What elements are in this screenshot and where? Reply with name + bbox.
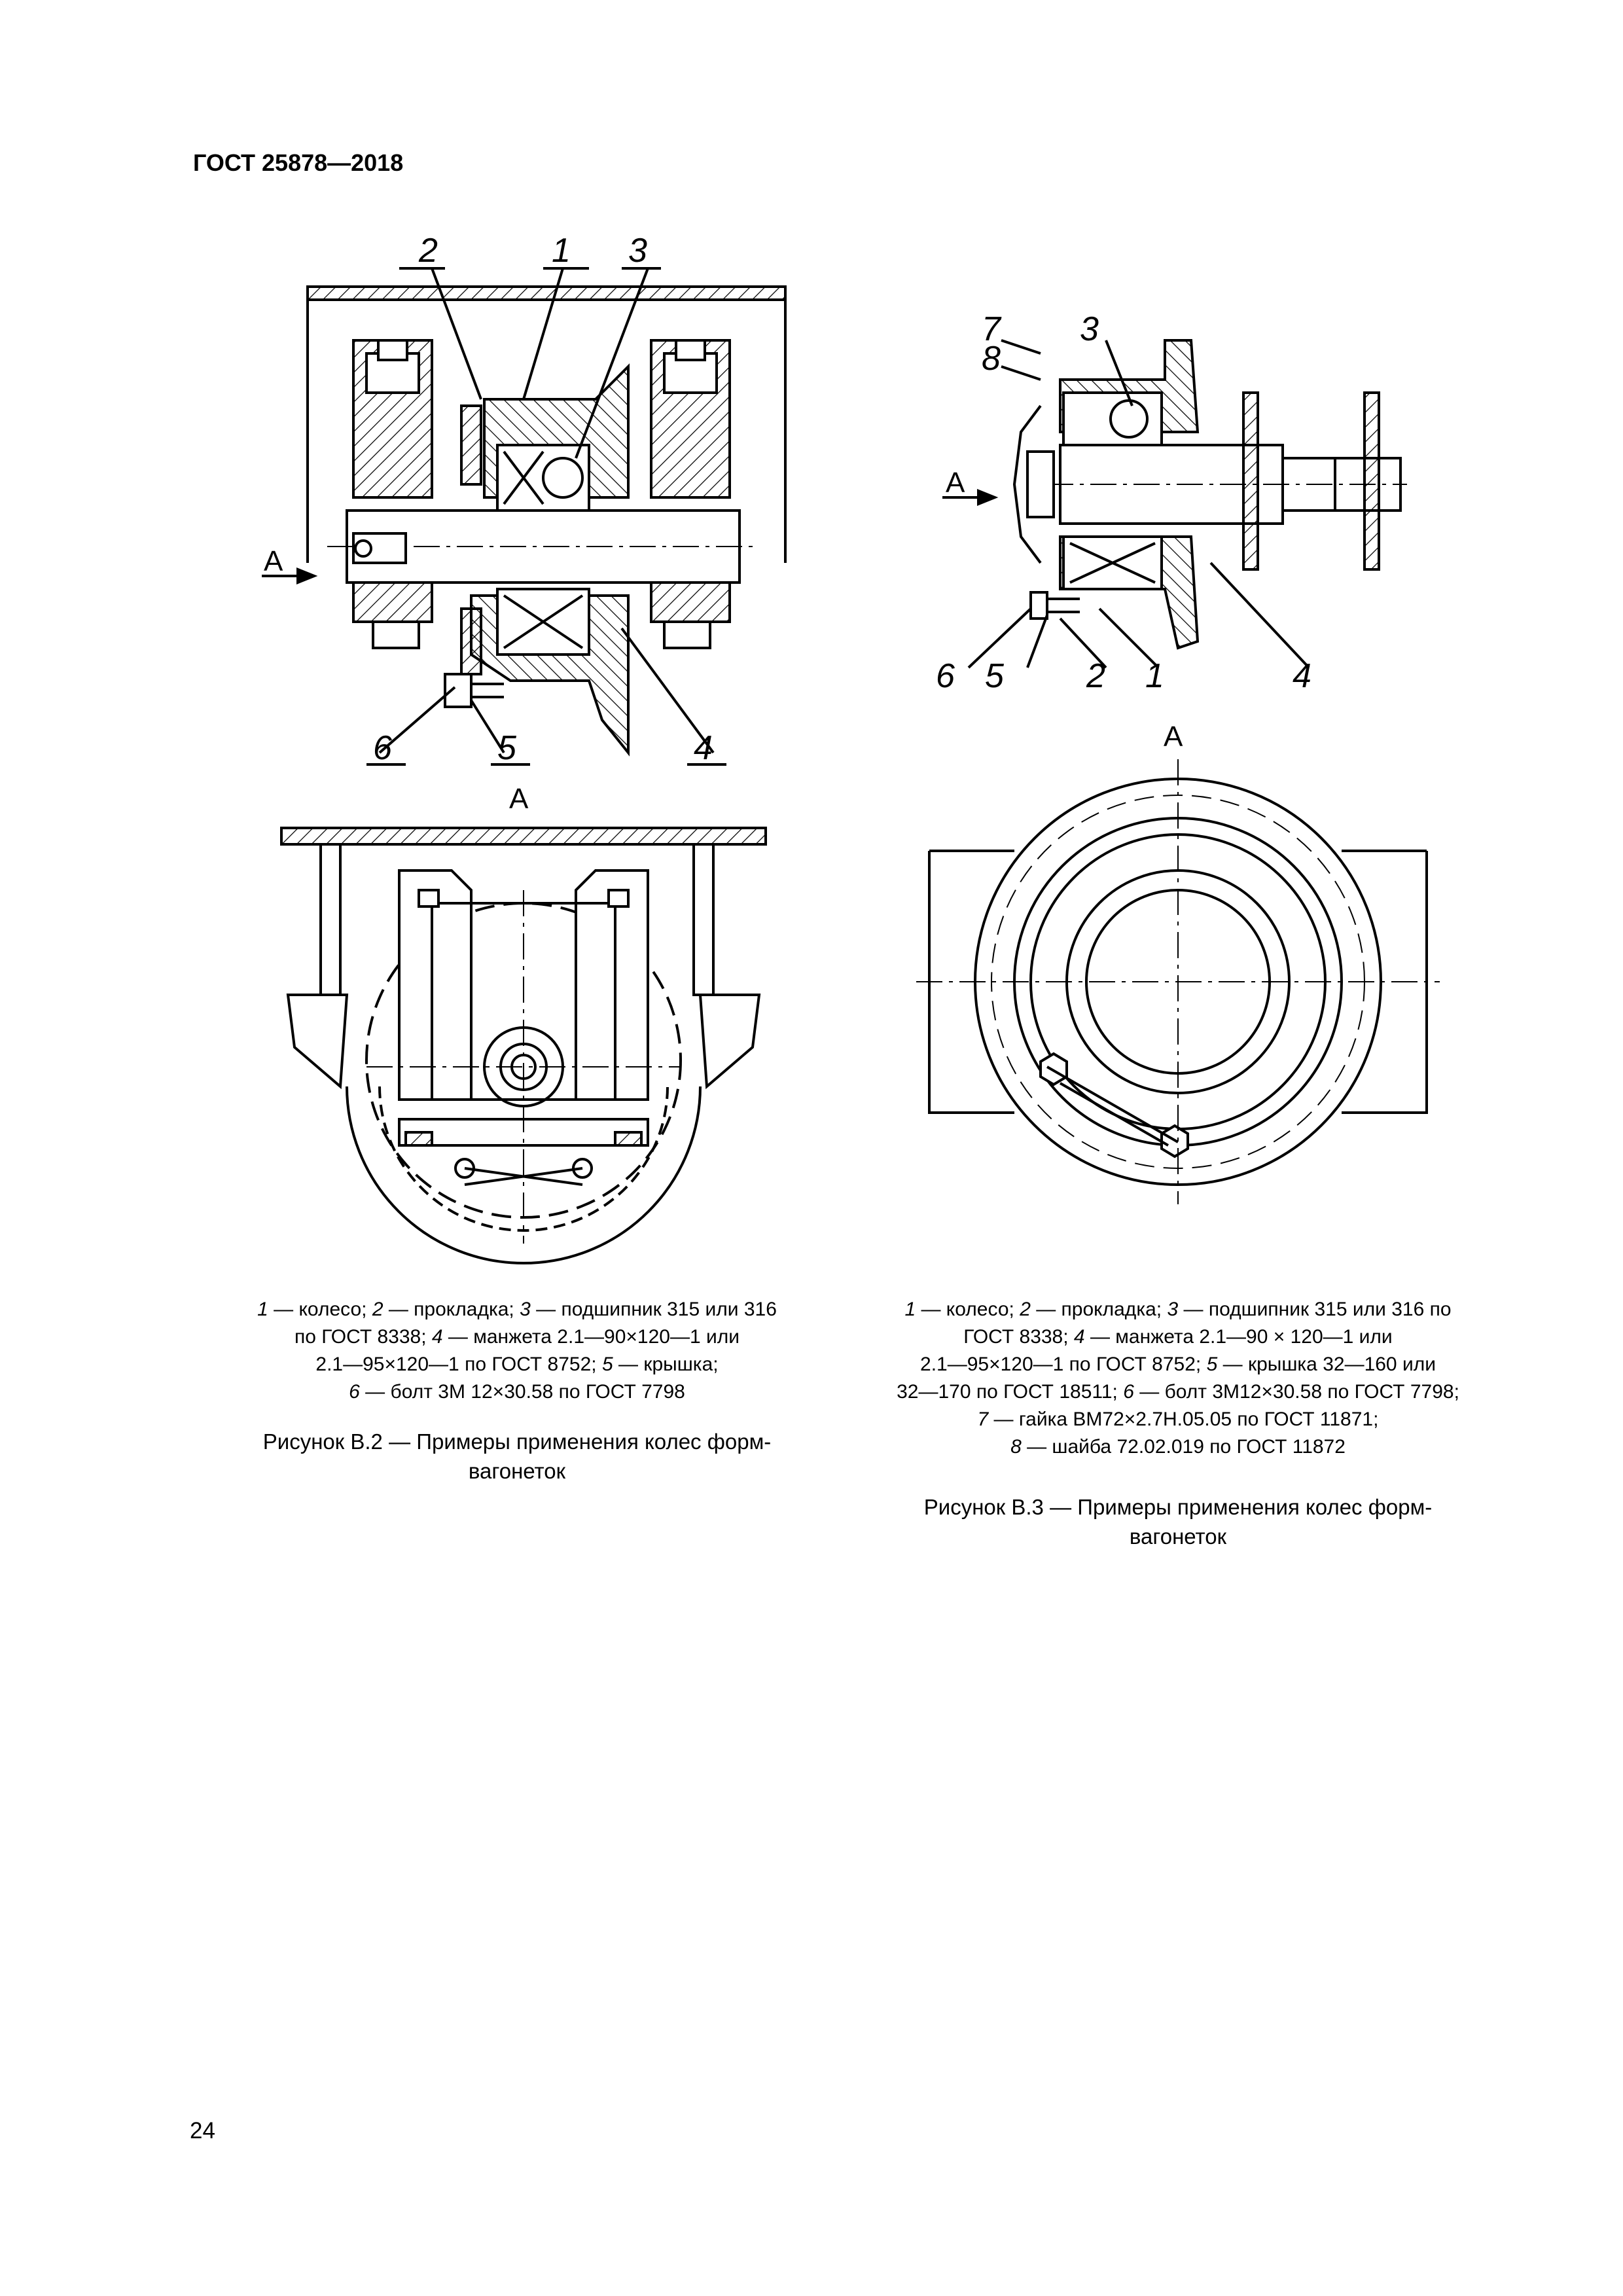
legend-item-number: 5	[1206, 1354, 1218, 1375]
figure-b3-legend-line: 2.1—95×120—1 по ГОСТ 8752; 5 — крышка 32…	[825, 1351, 1531, 1378]
page-number: 24	[190, 2118, 215, 2144]
legend-item-number: 2	[1020, 1299, 1031, 1320]
b2-callout-6: 6	[373, 729, 392, 767]
legend-item-text: — шайба 72.02.019 по ГОСТ 11872	[1021, 1436, 1346, 1458]
b3-callout-1: 1	[1145, 657, 1164, 695]
legend-item-number: 1	[257, 1299, 268, 1320]
figure-b3-legend-line: ГОСТ 8338; 4 — манжета 2.1—90 × 120—1 ил…	[825, 1323, 1531, 1351]
b3-callout-4: 4	[1293, 657, 1311, 695]
legend-item-text: ГОСТ 8338;	[963, 1326, 1074, 1348]
b2-callout-1: 1	[552, 232, 571, 270]
b3-callout-5: 5	[985, 657, 1005, 695]
b3-callout-8: 8	[982, 340, 1001, 378]
legend-item-text: — болт 3М 12×30.58 по ГОСТ 7798	[359, 1381, 685, 1403]
legend-item-number: 3	[520, 1299, 531, 1320]
figure-b3-legend-line: 7 — гайка ВМ72×2.7Н.05.05 по ГОСТ 11871;	[825, 1406, 1531, 1433]
figure-b3-caption-line-1: Рисунок В.3 — Примеры применения колес ф…	[923, 1495, 1433, 1519]
figure-b2-legend-line: 6 — болт 3М 12×30.58 по ГОСТ 7798	[170, 1378, 864, 1406]
legend-item-text: — колесо;	[916, 1299, 1020, 1320]
b2-callout-3: 3	[628, 232, 647, 270]
legend-item-text: — гайка ВМ72×2.7Н.05.05 по ГОСТ 11871;	[988, 1408, 1379, 1430]
legend-item-text: — крышка 32—160 или	[1217, 1354, 1436, 1375]
legend-item-number: 7	[977, 1408, 989, 1430]
b2-callout-2: 2	[418, 232, 438, 270]
figure-b3-legend-line: 32—170 по ГОСТ 18511; 6 — болт 3М12×30.5…	[825, 1378, 1531, 1406]
figure-b2-caption-line-1: Рисунок В.2 — Примеры применения колес ф…	[262, 1429, 772, 1454]
figure-b2-legend-line: 1 — колесо; 2 — прокладка; 3 — подшипник…	[170, 1296, 864, 1323]
b2-section-arrow-label: А	[264, 545, 283, 577]
legend-item-text: — болт 3М12×30.58 по ГОСТ 7798;	[1133, 1381, 1459, 1403]
legend-item-number: 1	[904, 1299, 916, 1320]
b3-callout-2: 2	[1086, 657, 1105, 695]
legend-item-text: — подшипник 315 или 316 по	[1178, 1299, 1452, 1320]
b3-callout-3: 3	[1080, 310, 1099, 348]
figure-b3-view-a-drawing: А	[916, 721, 1440, 1204]
legend-item-text: — крышка;	[613, 1354, 719, 1375]
legend-item-number: 4	[1073, 1326, 1085, 1348]
b3-callout-7: 7	[982, 310, 1002, 348]
legend-item-number: 2	[372, 1299, 383, 1320]
figure-b2-legend-line: по ГОСТ 8338; 4 — манжета 2.1—90×120—1 и…	[170, 1323, 864, 1351]
b2-callout-4: 4	[694, 729, 713, 767]
b3-section-arrow-label: А	[946, 467, 965, 499]
figure-b2-section-drawing: А 2 1 3 6 5 4	[262, 232, 787, 767]
legend-item-number: 3	[1167, 1299, 1179, 1320]
document-header: ГОСТ 25878—2018	[193, 149, 404, 176]
legend-item-text: 32—170 по ГОСТ 18511;	[897, 1381, 1124, 1403]
legend-item-text: 2.1—95×120—1 по ГОСТ 8752;	[315, 1354, 602, 1375]
figure-b3-legend-line: 8 — шайба 72.02.019 по ГОСТ 11872	[825, 1433, 1531, 1461]
figure-b3-legend-line: 1 — колесо; 2 — прокладка; 3 — подшипник…	[825, 1296, 1531, 1323]
figure-b2-caption-line-2: вагонеток	[468, 1459, 566, 1483]
legend-item-number: 4	[431, 1326, 443, 1348]
legend-item-number: 6	[1123, 1381, 1134, 1403]
figure-b3-legend: 1 — колесо; 2 — прокладка; 3 — подшипник…	[825, 1296, 1531, 1461]
figure-b3-caption-line-2: вагонеток	[1129, 1524, 1227, 1549]
figure-b2-caption: Рисунок В.2 — Примеры применения колес ф…	[170, 1427, 864, 1486]
legend-item-text: по ГОСТ 8338;	[294, 1326, 432, 1348]
legend-item-number: 8	[1010, 1436, 1022, 1458]
legend-item-text: — колесо;	[268, 1299, 372, 1320]
legend-item-number: 5	[601, 1354, 613, 1375]
legend-item-text: — манжета 2.1—90×120—1 или	[442, 1326, 740, 1348]
legend-item-text: — подшипник 315 или 316	[530, 1299, 777, 1320]
figure-b2-legend-line: 2.1—95×120—1 по ГОСТ 8752; 5 — крышка;	[170, 1351, 864, 1378]
b2-callout-5: 5	[497, 729, 517, 767]
b3-view-a-label: А	[1164, 721, 1183, 753]
b3-callout-6: 6	[936, 657, 955, 695]
figure-b2-legend: 1 — колесо; 2 — прокладка; 3 — подшипник…	[170, 1296, 864, 1406]
legend-item-text: 2.1—95×120—1 по ГОСТ 8752;	[920, 1354, 1207, 1375]
b2-view-a-label: А	[509, 783, 529, 815]
legend-item-text: — прокладка;	[1030, 1299, 1168, 1320]
legend-item-text: — прокладка;	[383, 1299, 520, 1320]
legend-item-number: 6	[349, 1381, 360, 1403]
figure-b3-caption: Рисунок В.3 — Примеры применения колес ф…	[825, 1492, 1531, 1551]
legend-item-text: — манжета 2.1—90 × 120—1 или	[1084, 1326, 1393, 1348]
figure-b3-section-drawing: А 7 8 3 6 5 2 1 4	[936, 310, 1407, 695]
figure-b2-view-a-drawing: А	[280, 783, 767, 1265]
